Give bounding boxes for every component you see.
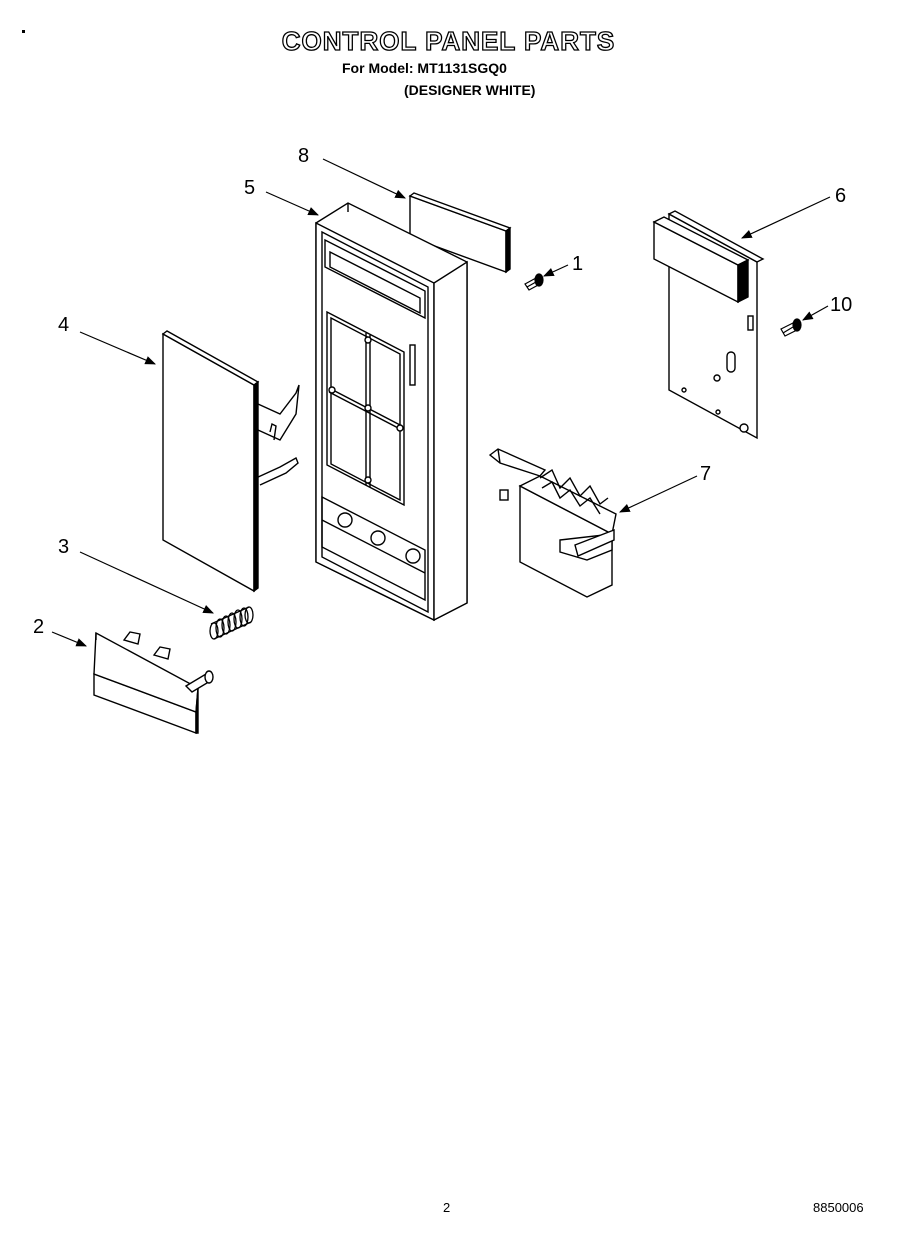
page-title: CONTROL PANEL PARTS — [281, 25, 616, 56]
document-number: 8850006 — [813, 1200, 864, 1215]
part-3-spring — [209, 606, 254, 640]
model-line: For Model: MT1131SGQ0 — [342, 60, 507, 76]
part-10-screw — [780, 318, 802, 337]
part-6-control-board — [652, 210, 765, 440]
part-5-control-panel-frame — [315, 202, 468, 622]
callout-2: 2 — [33, 616, 45, 638]
color-line: (DESIGNER WHITE) — [404, 82, 536, 98]
leader-lines — [51, 158, 831, 647]
part-2-release-button — [93, 631, 214, 735]
part-4-panel — [161, 330, 300, 593]
callout-8: 8 — [298, 145, 310, 167]
callout-10: 10 — [830, 294, 853, 316]
callout-6: 6 — [835, 185, 847, 207]
callout-4: 4 — [58, 314, 70, 336]
corner-mark — [22, 30, 25, 33]
callout-3: 3 — [58, 536, 70, 558]
callout-1: 1 — [572, 253, 584, 275]
callout-5: 5 — [244, 177, 256, 199]
page-number: 2 — [443, 1200, 451, 1215]
part-7-latch-assembly — [488, 448, 617, 598]
callout-7: 7 — [700, 463, 712, 485]
part-8-decal-strip — [408, 192, 512, 274]
part-1-screw — [524, 273, 544, 291]
